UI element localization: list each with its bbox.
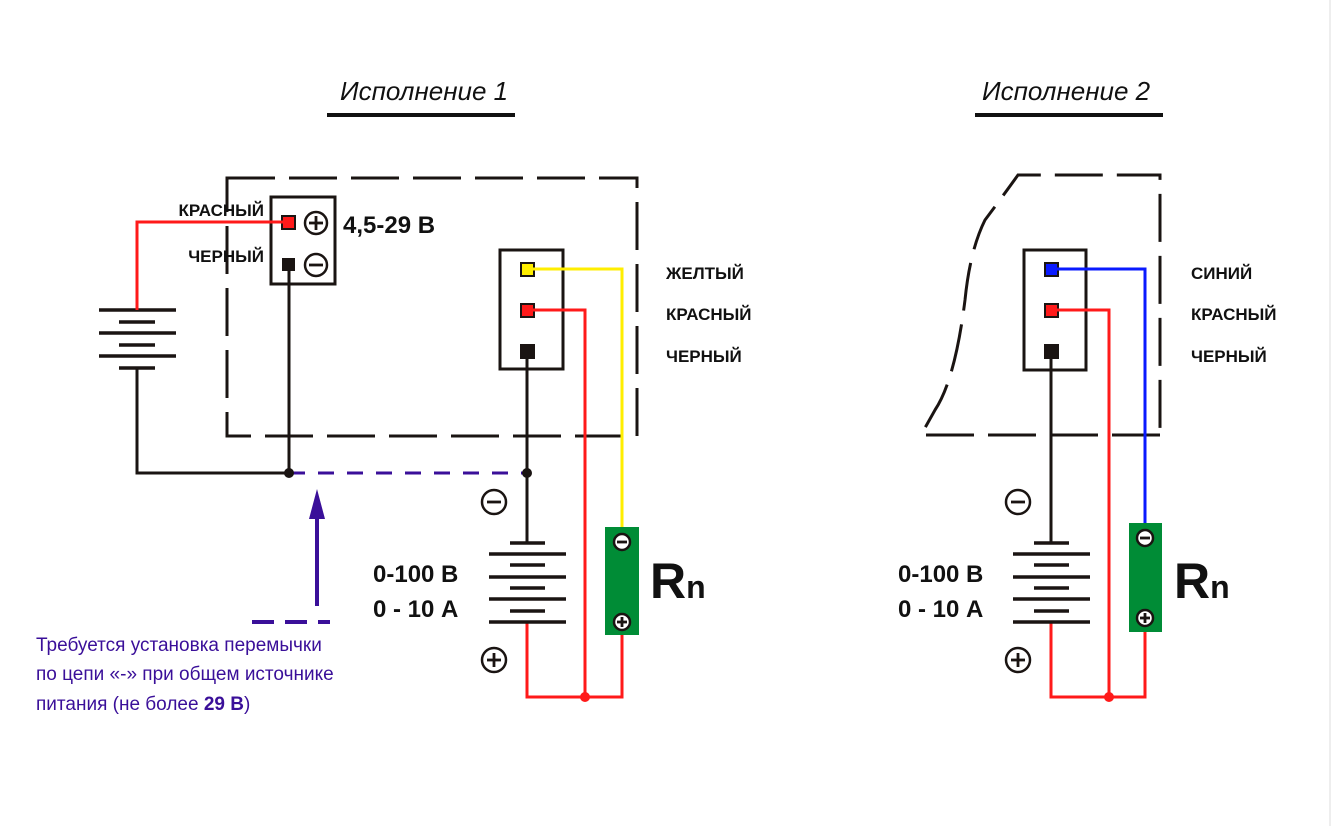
source-voltage-label: 0-100 В: [898, 561, 983, 588]
variant-2-title: Исполнение 2: [982, 76, 1151, 106]
wire-red-loop: [1049, 622, 1147, 699]
source-current-label: 0 - 10 А: [898, 596, 983, 623]
connector-pin-black: [1044, 344, 1059, 359]
wire-red-signal: [1051, 308, 1111, 697]
connector-label-black: ЧЕРНЫЙ: [666, 347, 742, 366]
minus-icon: [1004, 488, 1032, 516]
plus-icon: [303, 210, 329, 236]
variant-2: Исполнение 2 СИНИЙ КРАСНЫЙ ЧЕРНЫЙ: [898, 76, 1277, 702]
wire-yellow: [527, 267, 624, 528]
source-voltage-label: 0-100 В: [373, 561, 458, 588]
source-battery-icon: [1013, 541, 1090, 624]
power-terminal-block: [269, 195, 337, 286]
minus-icon: [480, 488, 508, 516]
junction-dot: [1104, 692, 1114, 702]
device-housing-partial: [918, 173, 1162, 437]
connector-pin-black: [520, 344, 535, 359]
connector-label-red: КРАСНЫЙ: [666, 305, 752, 324]
supply-battery-icon: [99, 308, 176, 370]
device-housing: [225, 176, 639, 438]
variant-1: Исполнение 1 КРАСНЫЙ ЧЕРНЫЙ 4,5-29 В ЖЕЛ…: [36, 76, 752, 715]
jumper-note-line-3: питания (не более 29 В): [36, 694, 250, 715]
power-red-label: КРАСНЫЙ: [179, 201, 265, 220]
wire-red-loop: [525, 622, 624, 699]
source-battery-icon: [489, 541, 566, 624]
connector-label-black: ЧЕРНЫЙ: [1191, 347, 1267, 366]
power-black-label: ЧЕРНЫЙ: [188, 247, 264, 266]
plus-icon: [1004, 646, 1032, 674]
junction-dot: [284, 468, 294, 478]
power-terminal-black: [282, 258, 295, 271]
minus-icon: [1135, 528, 1155, 548]
plus-icon: [612, 612, 632, 632]
wire-red-signal: [527, 308, 587, 697]
wire-blue: [1051, 267, 1147, 523]
power-voltage-label: 4,5-29 В: [343, 212, 435, 239]
variant-1-title: Исполнение 1: [340, 76, 508, 106]
wire-red-supply: [135, 220, 288, 310]
connector-label-blue: СИНИЙ: [1191, 264, 1252, 283]
connector-label-yellow: ЖЕЛТЫЙ: [665, 264, 744, 283]
minus-icon: [612, 532, 632, 552]
jumper-note-line-1: Требуется установка перемычки: [36, 635, 322, 656]
source-current-label: 0 - 10 А: [373, 596, 458, 623]
wire-black-supply: [135, 368, 289, 475]
plus-icon: [480, 646, 508, 674]
arrow-up-icon: [309, 489, 325, 606]
junction-dot: [522, 468, 532, 478]
junction-dot: [580, 692, 590, 702]
load-label: Rn: [1174, 553, 1230, 609]
load-label: Rn: [650, 553, 706, 609]
jumper-note-line-2: по цепи «-» при общем источнике: [36, 664, 334, 685]
connector-label-red: КРАСНЫЙ: [1191, 305, 1277, 324]
plus-icon: [1135, 608, 1155, 628]
minus-icon: [303, 252, 329, 278]
